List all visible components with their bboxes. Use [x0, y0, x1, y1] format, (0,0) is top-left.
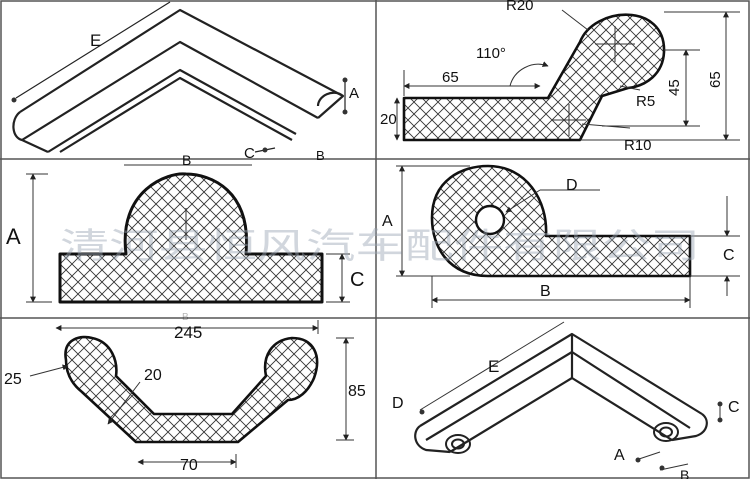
panel-4-bulb-profile: D A C B — [382, 164, 740, 308]
panel-6-tube-corner: E D C A B — [392, 321, 740, 479]
panel-2-knob-profile: R20 110° 65 20 45 65 R5 R10 — [380, 0, 740, 154]
label-h20: 20 — [380, 111, 397, 128]
label-85: 85 — [348, 383, 366, 400]
label-c: C — [244, 145, 255, 162]
label-r20: R20 — [506, 0, 534, 14]
label-e: E — [90, 31, 101, 50]
panel-3-dome-profile: A C B B — [6, 152, 364, 323]
label-b: B — [182, 152, 191, 168]
label-b: B — [540, 283, 551, 300]
label-len-65: 65 — [442, 69, 459, 86]
label-r10: R10 — [624, 137, 652, 154]
watermark: 清河县恒风汽车配件有限公司 — [60, 227, 700, 267]
label-b: B — [316, 148, 325, 163]
label-20: 20 — [144, 367, 162, 384]
label-r5: R5 — [636, 93, 655, 110]
label-70: 70 — [180, 457, 198, 474]
label-a: A — [6, 224, 21, 249]
label-c: C — [723, 247, 735, 264]
label-angle: 110° — [476, 45, 506, 62]
label-a: A — [349, 85, 359, 102]
label-245: 245 — [174, 323, 202, 342]
label-b-bottom: B — [182, 312, 189, 323]
label-h65: 65 — [707, 71, 724, 88]
label-c: C — [728, 399, 740, 416]
label-h45: 45 — [666, 79, 683, 96]
panel-1-corner-profile: E A C B — [11, 1, 359, 163]
label-d: D — [566, 177, 578, 194]
label-25: 25 — [4, 371, 22, 388]
label-b: B — [680, 467, 689, 479]
label-e: E — [488, 357, 499, 376]
panel-5-channel-profile: 245 25 20 85 70 — [4, 320, 366, 474]
label-a: A — [382, 213, 393, 230]
label-c: C — [350, 269, 364, 291]
label-d: D — [392, 395, 404, 412]
label-a: A — [614, 447, 625, 464]
